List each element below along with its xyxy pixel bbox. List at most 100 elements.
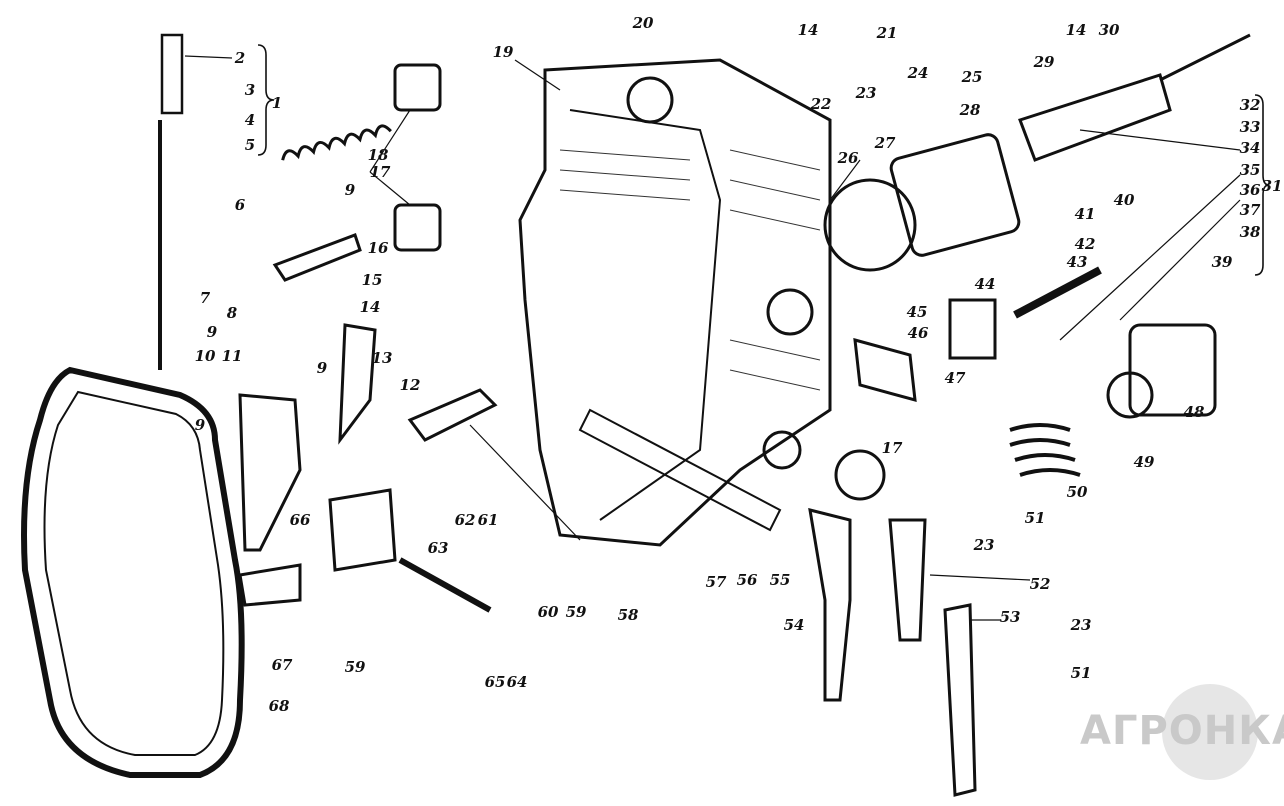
bushing-44 [948, 298, 997, 360]
spring-18 [281, 124, 392, 161]
part-label: 48 [1183, 403, 1205, 421]
part-label: 37 [1239, 201, 1261, 219]
part-label: 13 [371, 349, 393, 367]
part-label: 5 [244, 136, 256, 154]
plate-53 [943, 603, 977, 797]
part-label: 3 [244, 81, 256, 99]
part-label: 51 [1024, 509, 1046, 527]
part-label: 57 [705, 573, 727, 591]
part-label: 64 [506, 673, 528, 691]
part-label: 66 [289, 511, 311, 529]
lever-12 [407, 388, 498, 442]
part-label: 24 [907, 64, 929, 82]
part-label: 56 [736, 571, 758, 589]
sleeve-48 [1128, 323, 1217, 417]
part-label: 6 [234, 196, 246, 214]
part-label: 17 [881, 439, 903, 457]
part-label: 14 [359, 298, 381, 316]
part-label: 49 [1133, 453, 1155, 471]
part-label: 42 [1074, 235, 1096, 253]
part-label: 7 [199, 289, 211, 307]
part-label: 65 [484, 673, 506, 691]
part-label: 38 [1239, 223, 1261, 241]
piston-34 [1018, 73, 1172, 162]
part-label: 40 [1113, 191, 1135, 209]
part-label: 8 [226, 304, 238, 322]
part-label: 4 [244, 111, 256, 129]
spring-50 [1009, 423, 1081, 477]
fitting-46 [853, 337, 917, 403]
part-label: 12 [399, 376, 421, 394]
part-label: 35 [1239, 161, 1261, 179]
watermark-text: АГРОНКА [1080, 708, 1284, 754]
part-label: 63 [427, 539, 449, 557]
part-label: 59 [344, 658, 366, 676]
part-label: 68 [268, 697, 290, 715]
part-label: 36 [1239, 181, 1261, 199]
part-label: 9 [194, 416, 206, 434]
part-label: 32 [1239, 96, 1261, 114]
block-63 [328, 488, 397, 572]
part-label: 67 [271, 656, 293, 674]
leader-lines [184, 55, 1241, 621]
part-label: 31 [1261, 177, 1283, 195]
bolt-2 [160, 33, 184, 115]
part-label: 19 [492, 43, 514, 61]
part-label: 20 [632, 14, 654, 32]
part-label: 44 [974, 275, 996, 293]
plate-52 [888, 518, 927, 642]
part-label: 15 [361, 271, 383, 289]
part-label: 23 [1070, 616, 1092, 634]
part-label: 53 [999, 608, 1021, 626]
part-label: 54 [783, 616, 805, 634]
part-label: 52 [1029, 575, 1051, 593]
part-label: 62 [454, 511, 476, 529]
part-label: 1 [271, 94, 283, 112]
watermark-logo: АГРОНКА [1080, 680, 1284, 790]
part-label: 14 [1065, 21, 1087, 39]
part-label: 61 [477, 511, 499, 529]
cylinder-28 [889, 133, 1021, 257]
part-label: 60 [537, 603, 559, 621]
lever-54 [808, 507, 852, 702]
lever-13 [338, 323, 377, 445]
part-label: 45 [906, 303, 928, 321]
brace-31 [1254, 94, 1270, 276]
part-label: 43 [1066, 253, 1088, 271]
part-label: 47 [944, 369, 966, 387]
part-label: 25 [961, 68, 983, 86]
part-label: 39 [1211, 253, 1233, 271]
part-label: 46 [907, 324, 929, 342]
part-label: 9 [344, 181, 356, 199]
part-label: 55 [769, 571, 791, 589]
part-label: 28 [959, 101, 981, 119]
screw-43 [1013, 266, 1102, 319]
link-16 [272, 233, 362, 282]
part-label: 51 [1070, 664, 1092, 682]
shaft-55 [578, 408, 782, 532]
lever-8 [238, 393, 302, 552]
part-label: 18 [367, 146, 389, 164]
housing-19 [518, 58, 832, 547]
gasket-68 [21, 366, 245, 778]
part-label: 30 [1098, 21, 1120, 39]
part-label: 11 [221, 347, 243, 365]
part-label: 29 [1033, 53, 1055, 71]
part-label: 33 [1239, 118, 1261, 136]
part-label: 9 [316, 359, 328, 377]
part-label: 10 [194, 347, 216, 365]
part-label: 14 [797, 21, 819, 39]
part-label: 23 [855, 84, 877, 102]
part-label: 22 [810, 95, 832, 113]
links-67 [238, 563, 302, 607]
part-label: 27 [874, 134, 896, 152]
watermark-circle-icon [1162, 684, 1258, 780]
bolt-65 [398, 557, 492, 613]
part-label: 16 [367, 239, 389, 257]
part-label: 9 [206, 323, 218, 341]
part-label: 58 [617, 606, 639, 624]
part-label: 23 [973, 536, 995, 554]
part-label: 50 [1066, 483, 1088, 501]
